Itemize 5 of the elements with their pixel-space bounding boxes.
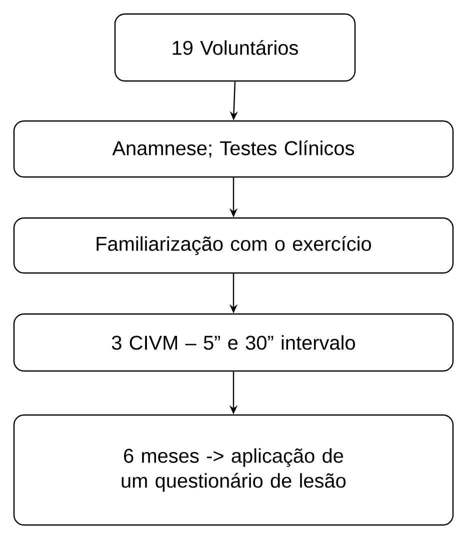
process-box: 6 meses -> aplicação de um questionário de lesão — [13, 414, 454, 526]
process-box: Anamnese; Testes Clínicos — [13, 120, 454, 178]
process-box: Familiarização com o exercício — [13, 217, 454, 274]
process-box: 19 Voluntários — [114, 13, 356, 82]
process-box: 3 CIVM – 5” e 30” intervalo — [13, 313, 454, 372]
